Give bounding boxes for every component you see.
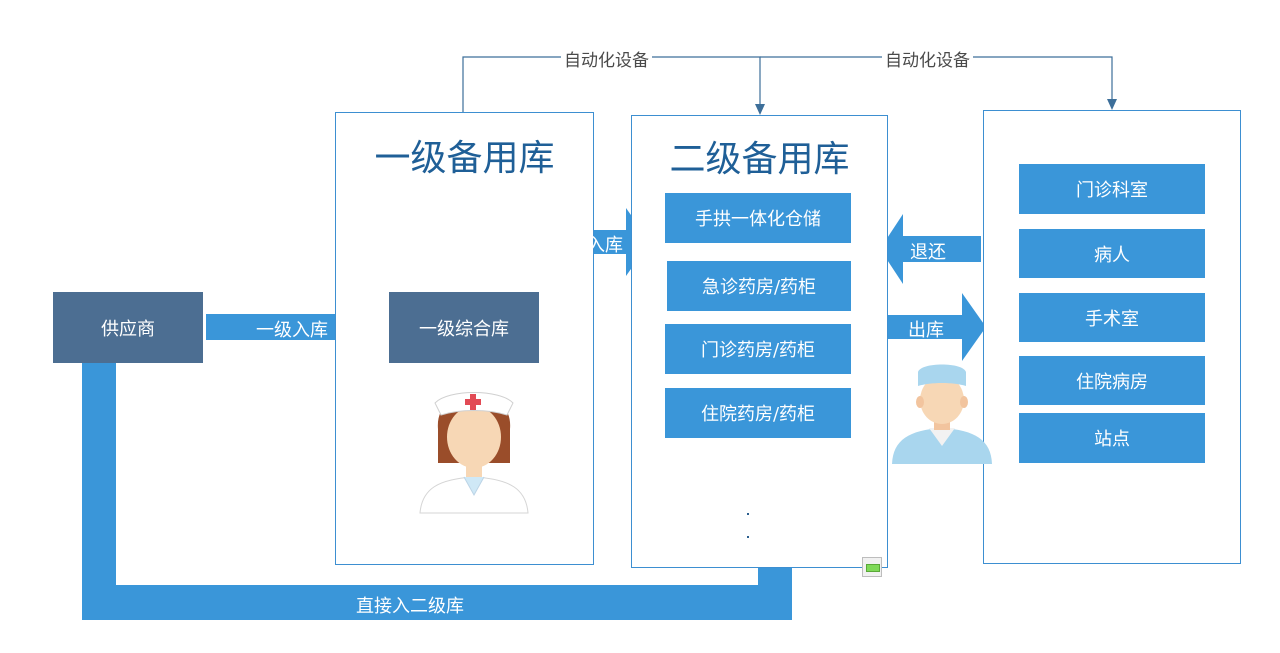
arrow-label-out: 出库 [908, 320, 944, 341]
arrow-label-plan-in: 计划入库 [551, 235, 623, 256]
status-indicator-icon [862, 557, 882, 577]
arrow-plan-in [540, 208, 650, 276]
nurse-icon [418, 385, 530, 515]
department-item: 站点 [1019, 413, 1205, 463]
arrow-direct-level2 [82, 363, 812, 620]
connector-label-auto-right: 自动化设备 [882, 46, 973, 71]
connector-arrowhead-level2 [755, 104, 765, 115]
department-item: 手术室 [1019, 293, 1205, 342]
arrow-label-direct: 直接入二级库 [356, 596, 464, 617]
level2-item: 住院药房/药柜 [665, 388, 851, 438]
arrow-label-level1-in: 一级入库 [256, 320, 328, 341]
dot-marker [747, 536, 749, 538]
dot-marker [747, 513, 749, 515]
arrow-level1-in [206, 292, 390, 362]
department-item: 住院病房 [1019, 356, 1205, 405]
level1-title: 一级备用库 [374, 138, 555, 179]
doctor-icon [891, 362, 993, 464]
level1-store-box: 一级综合库 [389, 292, 539, 363]
level2-title: 二级备用库 [669, 139, 850, 180]
arrow-label-return: 退还 [910, 242, 946, 263]
connector-line-auto-right [760, 56, 1113, 106]
department-item: 门诊科室 [1019, 164, 1205, 214]
arrow-return [880, 214, 981, 284]
department-item: 病人 [1019, 229, 1205, 278]
arrow-out [877, 293, 986, 361]
connector-arrowhead-departments [1107, 99, 1117, 110]
level2-item: 手拱一体化仓储 [665, 193, 851, 243]
level2-item: 急诊药房/药柜 [667, 261, 851, 311]
supplier-box: 供应商 [53, 292, 203, 363]
connector-label-auto-left: 自动化设备 [561, 46, 652, 71]
level2-item: 门诊药房/药柜 [665, 324, 851, 374]
